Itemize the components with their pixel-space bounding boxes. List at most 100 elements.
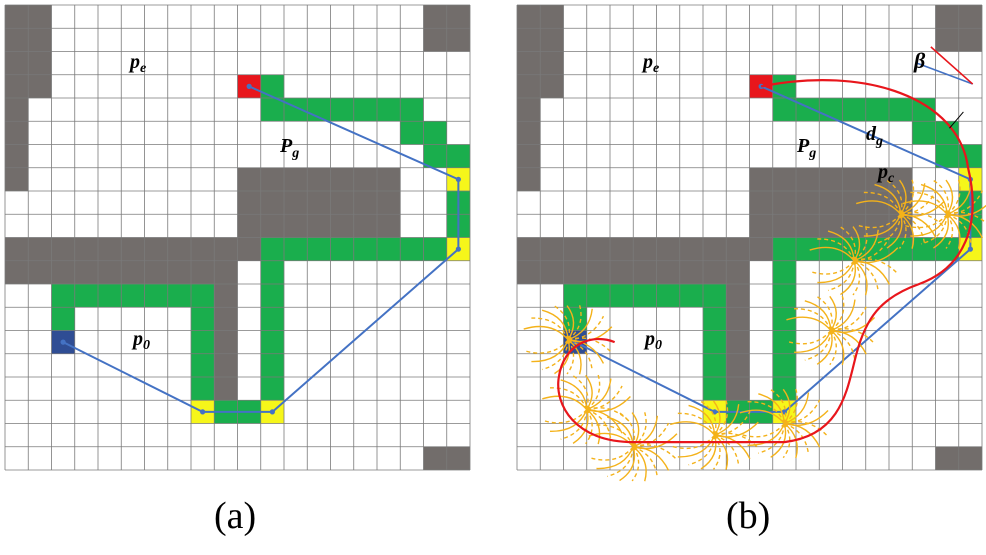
candidate-trajectory — [758, 423, 786, 454]
obstacle-cell — [5, 74, 29, 98]
obstacle-cell — [819, 191, 843, 215]
path-cell — [191, 353, 215, 377]
candidate-trajectory — [817, 238, 855, 262]
candidate-trajectory — [541, 309, 569, 340]
obstacle-cell — [656, 237, 680, 261]
obstacle-cell — [5, 5, 29, 29]
obstacle-cell — [51, 260, 75, 284]
path-cell — [191, 330, 215, 354]
obstacle-cell — [842, 191, 866, 215]
obstacle-cell — [633, 237, 657, 261]
obstacle-cell — [540, 74, 564, 98]
path-cell — [889, 237, 913, 261]
obstacle-cell — [586, 237, 610, 261]
path-cell — [423, 144, 447, 168]
obstacle-cell — [958, 446, 982, 470]
obstacle-cell — [377, 191, 401, 215]
path-cell — [260, 98, 284, 122]
candidate-trajectory — [549, 409, 588, 433]
path-cell — [121, 284, 145, 308]
candidate-trajectory — [714, 434, 729, 470]
obstacle-cell — [423, 5, 447, 29]
path-cell — [400, 98, 424, 122]
obstacle-cell — [610, 260, 634, 284]
path-cell — [772, 237, 796, 261]
obstacle-cell — [749, 214, 773, 238]
obstacle-cell — [330, 214, 354, 238]
candidate-trajectory — [585, 374, 593, 410]
path-cell — [98, 284, 122, 308]
path-cell — [377, 98, 401, 122]
caption-b: (b) — [726, 495, 770, 537]
path-cell — [330, 98, 354, 122]
candidate-trajectory — [816, 330, 833, 365]
path-cell — [610, 284, 634, 308]
path-cell — [912, 237, 936, 261]
obstacle-cell — [726, 237, 750, 261]
candidate-trajectory — [900, 213, 915, 249]
candidate-trajectory — [853, 247, 899, 264]
candidate-trajectory — [542, 395, 588, 411]
path-cell — [935, 237, 959, 261]
path-cell — [772, 284, 796, 308]
obstacle-cell — [307, 167, 331, 191]
label-p0-b: p0 — [643, 328, 662, 353]
candidate-trajectory — [920, 214, 948, 245]
panel-b — [516, 4, 986, 482]
path-cell — [377, 237, 401, 261]
obstacle-cell — [726, 284, 750, 308]
candidate-trajectory — [933, 179, 950, 215]
obstacle-cell — [121, 260, 145, 284]
candidate-trajectory — [840, 260, 857, 296]
candidate-trajectory — [829, 295, 837, 331]
candidate-trajectory — [784, 392, 810, 425]
candidate-trajectory — [714, 400, 729, 436]
candidate-trajectory — [586, 385, 623, 411]
label-beta-b: β — [913, 48, 926, 73]
obstacle-cell — [237, 167, 261, 191]
path-cell — [353, 98, 377, 122]
obstacle-cell — [517, 237, 541, 261]
global-path-node — [269, 409, 275, 415]
path-cell — [307, 237, 331, 261]
obstacle-cell — [865, 214, 889, 238]
candidate-trajectory — [853, 229, 879, 262]
global-path-node — [200, 409, 206, 415]
obstacle-cell — [517, 121, 541, 145]
candidate-trajectory — [840, 226, 857, 261]
candidate-trajectory — [596, 446, 634, 470]
obstacle-cell — [610, 237, 634, 261]
candidate-trajectory — [632, 412, 647, 448]
obstacle-cell — [353, 191, 377, 215]
obstacle-cell — [377, 214, 401, 238]
obstacle-cell — [28, 28, 52, 52]
obstacle-cell — [98, 260, 122, 284]
path-cell — [772, 353, 796, 377]
candidate-trajectory — [855, 200, 902, 215]
obstacle-cell — [214, 284, 238, 308]
path-cell — [679, 284, 703, 308]
obstacle-cell — [144, 260, 168, 284]
obstacle-cell — [889, 167, 913, 191]
obstacle-cell — [772, 214, 796, 238]
candidate-trajectory — [910, 191, 948, 215]
candidate-trajectory — [900, 183, 926, 215]
candidate-trajectory — [947, 190, 984, 215]
candidate-trajectory — [607, 446, 634, 478]
candidate-trajectory — [758, 393, 786, 424]
path-cell — [74, 284, 98, 308]
candidate-trajectory — [804, 300, 832, 331]
candidate-trajectory — [910, 213, 948, 237]
obstacle-cell — [772, 191, 796, 215]
obstacle-cell — [726, 260, 750, 284]
obstacle-cell — [144, 237, 168, 261]
candidate-trajectory — [830, 295, 845, 332]
obstacle-cell — [517, 5, 541, 29]
candidate-trajectory — [920, 183, 948, 215]
obstacle-cell — [819, 167, 843, 191]
candidate-trajectory — [596, 424, 634, 448]
candidate-trajectory — [863, 191, 902, 215]
candidate-trajectory — [782, 388, 791, 424]
path-cell — [772, 330, 796, 354]
